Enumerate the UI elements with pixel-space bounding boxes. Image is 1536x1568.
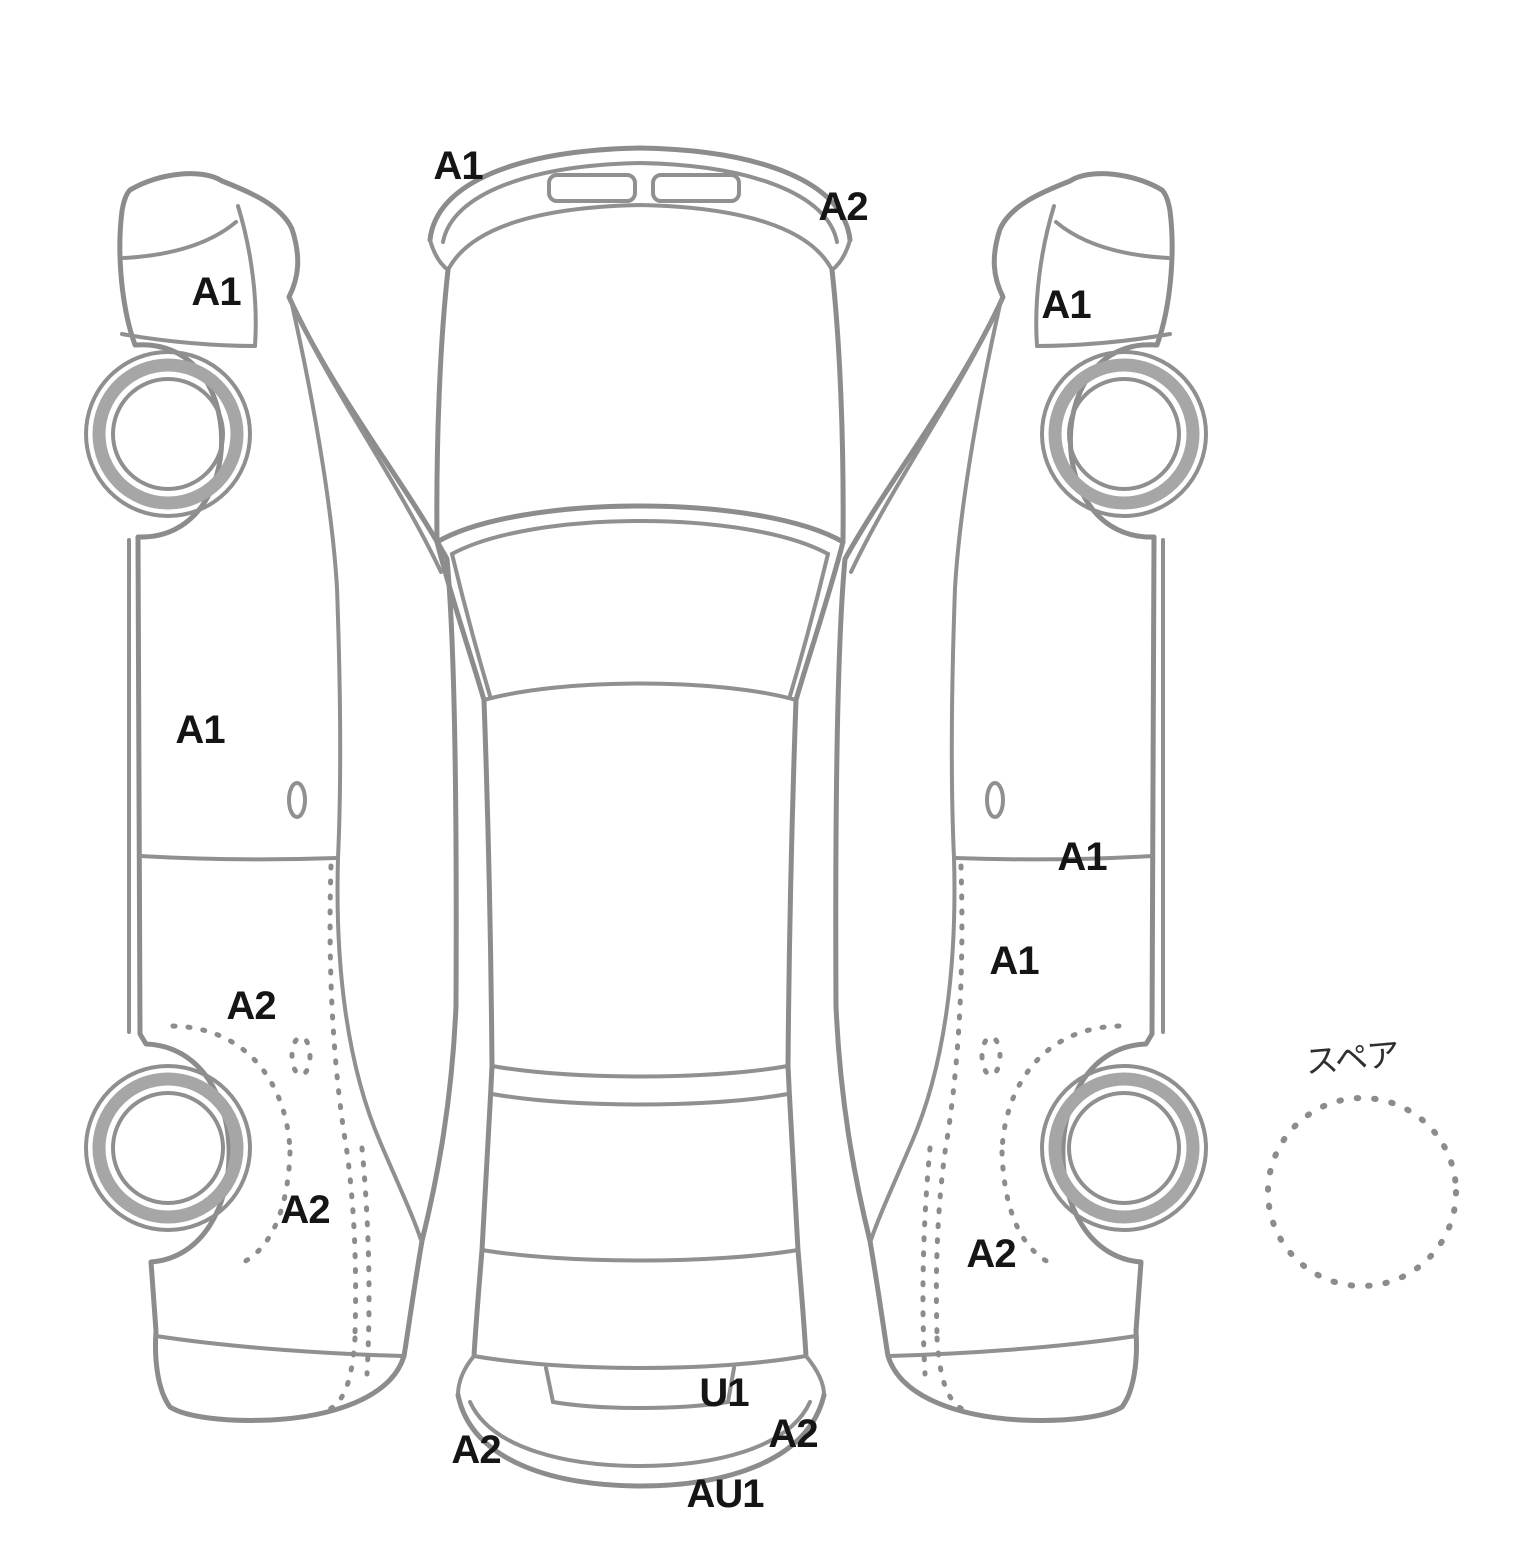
damage-label-right-rear-door: A1 — [989, 939, 1039, 983]
damage-label-left-rear-quarter: A2 — [280, 1188, 330, 1232]
front-bumper-inner — [446, 203, 834, 272]
front-bumper-corner-left — [428, 238, 450, 272]
damage-label-left-front-door: A1 — [175, 708, 225, 752]
trunk-side-left — [471, 1247, 485, 1359]
quarter-side-right — [785, 1063, 801, 1253]
windshield-inner-arc — [450, 519, 830, 556]
rear-bumper-top-edge — [472, 1354, 808, 1370]
front-bumper-corner-right — [830, 238, 852, 272]
front-lamp-right — [651, 173, 741, 203]
roof-rear-edge — [490, 1064, 790, 1079]
damage-label-rear-bumper-left: A2 — [451, 1428, 501, 1472]
damage-label-right-rocker: A1 — [1057, 835, 1107, 879]
front-bumper-mid — [441, 161, 839, 244]
spare-tire-circle — [1265, 1095, 1459, 1289]
rear-bumper-detail-left — [544, 1366, 555, 1404]
rear-bumper-corner-left — [456, 1354, 476, 1397]
spare-tire-label: スペア — [1303, 1035, 1401, 1081]
damage-label-right-front-fender: A1 — [1041, 283, 1091, 327]
quarter-side-left — [479, 1063, 495, 1253]
car-right-side-view — [836, 174, 1206, 1421]
hood-side-left — [434, 267, 451, 545]
car-left-side-view — [86, 174, 456, 1421]
roof-side-right — [785, 697, 799, 1069]
a-pillar-right-inner — [788, 552, 830, 698]
car-top-view — [427, 145, 853, 1489]
rear-bumper-detail-mid — [551, 1400, 730, 1410]
trunk-side-right — [795, 1247, 809, 1359]
damage-label-front-bumper-right: A2 — [818, 185, 868, 229]
cowl-arc — [434, 503, 846, 545]
front-bumper-outer — [427, 145, 853, 243]
a-pillar-right-outer — [793, 539, 846, 703]
damage-label-right-rear-quarter: A2 — [966, 1232, 1016, 1276]
roof-front-edge — [482, 681, 798, 702]
a-pillar-left-inner — [450, 552, 492, 698]
rear-bumper-outer — [455, 1392, 827, 1489]
rear-bumper-detail-right — [726, 1366, 736, 1404]
hood-side-right — [829, 267, 846, 545]
a-pillar-left-outer — [434, 539, 487, 703]
damage-label-rear-bumper-au1: AU1 — [686, 1472, 764, 1516]
roof-side-left — [481, 697, 495, 1069]
damage-label-left-rear-arch: A2 — [226, 984, 276, 1028]
damage-label-front-bumper-left: A1 — [433, 144, 483, 188]
spare-tire-outline — [1265, 1095, 1459, 1289]
rear-bumper-corner-right — [804, 1354, 826, 1397]
damage-label-rear-bumper-right: A2 — [768, 1412, 818, 1456]
front-lamp-left — [547, 173, 637, 203]
trunk-front-edge — [480, 1248, 800, 1263]
damage-label-left-front-fender: A1 — [191, 270, 241, 314]
rear-window-edge — [490, 1092, 790, 1107]
damage-label-rear-bumper-u1: U1 — [699, 1371, 749, 1415]
rear-bumper-inner — [468, 1400, 812, 1468]
